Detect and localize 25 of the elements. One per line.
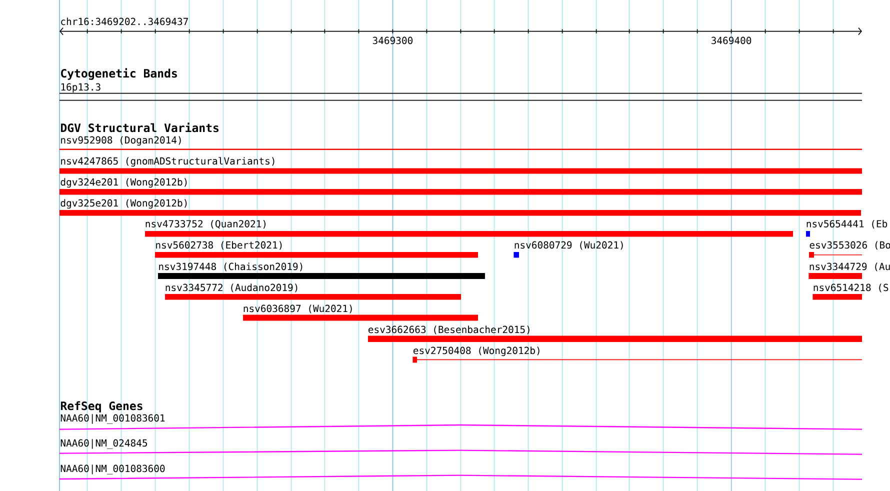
feature-label: nsv952908 (Dogan2014) <box>61 136 181 146</box>
feature-label: nsv5602738 (Ebert2021) <box>156 241 282 250</box>
track-title: RefSeq Genes <box>60 401 142 412</box>
feature-label: 16p13.3 <box>61 83 100 93</box>
region-label: chr16:3469202..3469437 <box>61 18 188 26</box>
feature-label: nsv6080729 (Wu2021) <box>514 241 623 250</box>
feature-label: nsv6514218 (S <box>814 284 888 292</box>
feature-label: NAA60|NM_001083601 <box>60 414 165 424</box>
feature-label: nsv4247865 (gnomADStructuralVariants) <box>61 157 274 167</box>
feature-label: nsv3345772 (Audano2019) <box>166 284 298 292</box>
feature-label: nsv3197448 (Chaisson2019) <box>159 262 302 272</box>
feature-label: esv2750408 (Wong2012b) <box>414 346 540 356</box>
feature-label: esv3553026 (Bo <box>810 241 890 250</box>
feature-label: dgv325e201 (Wong2012b) <box>60 199 187 209</box>
feature-label: esv3662663 (Besenbacher2015) <box>368 326 530 334</box>
coordinate-label: 3469300 <box>372 36 412 44</box>
feature-label: nsv4733752 (Quan2021) <box>146 220 266 229</box>
feature-label: dgv324e201 (Wong2012b) <box>60 178 187 188</box>
feature-label: nsv3344729 (Au <box>810 262 890 272</box>
feature-label: nsv6036897 (Wu2021) <box>244 304 352 314</box>
feature-label: nsv5654441 (Eb <box>806 220 888 229</box>
track-title: DGV Structural Variants <box>60 122 218 132</box>
feature-label: NAA60|NM_024845 <box>60 439 148 449</box>
feature-label: NAA60|NM_001083600 <box>60 464 165 474</box>
coordinate-label: 3469400 <box>712 36 752 44</box>
